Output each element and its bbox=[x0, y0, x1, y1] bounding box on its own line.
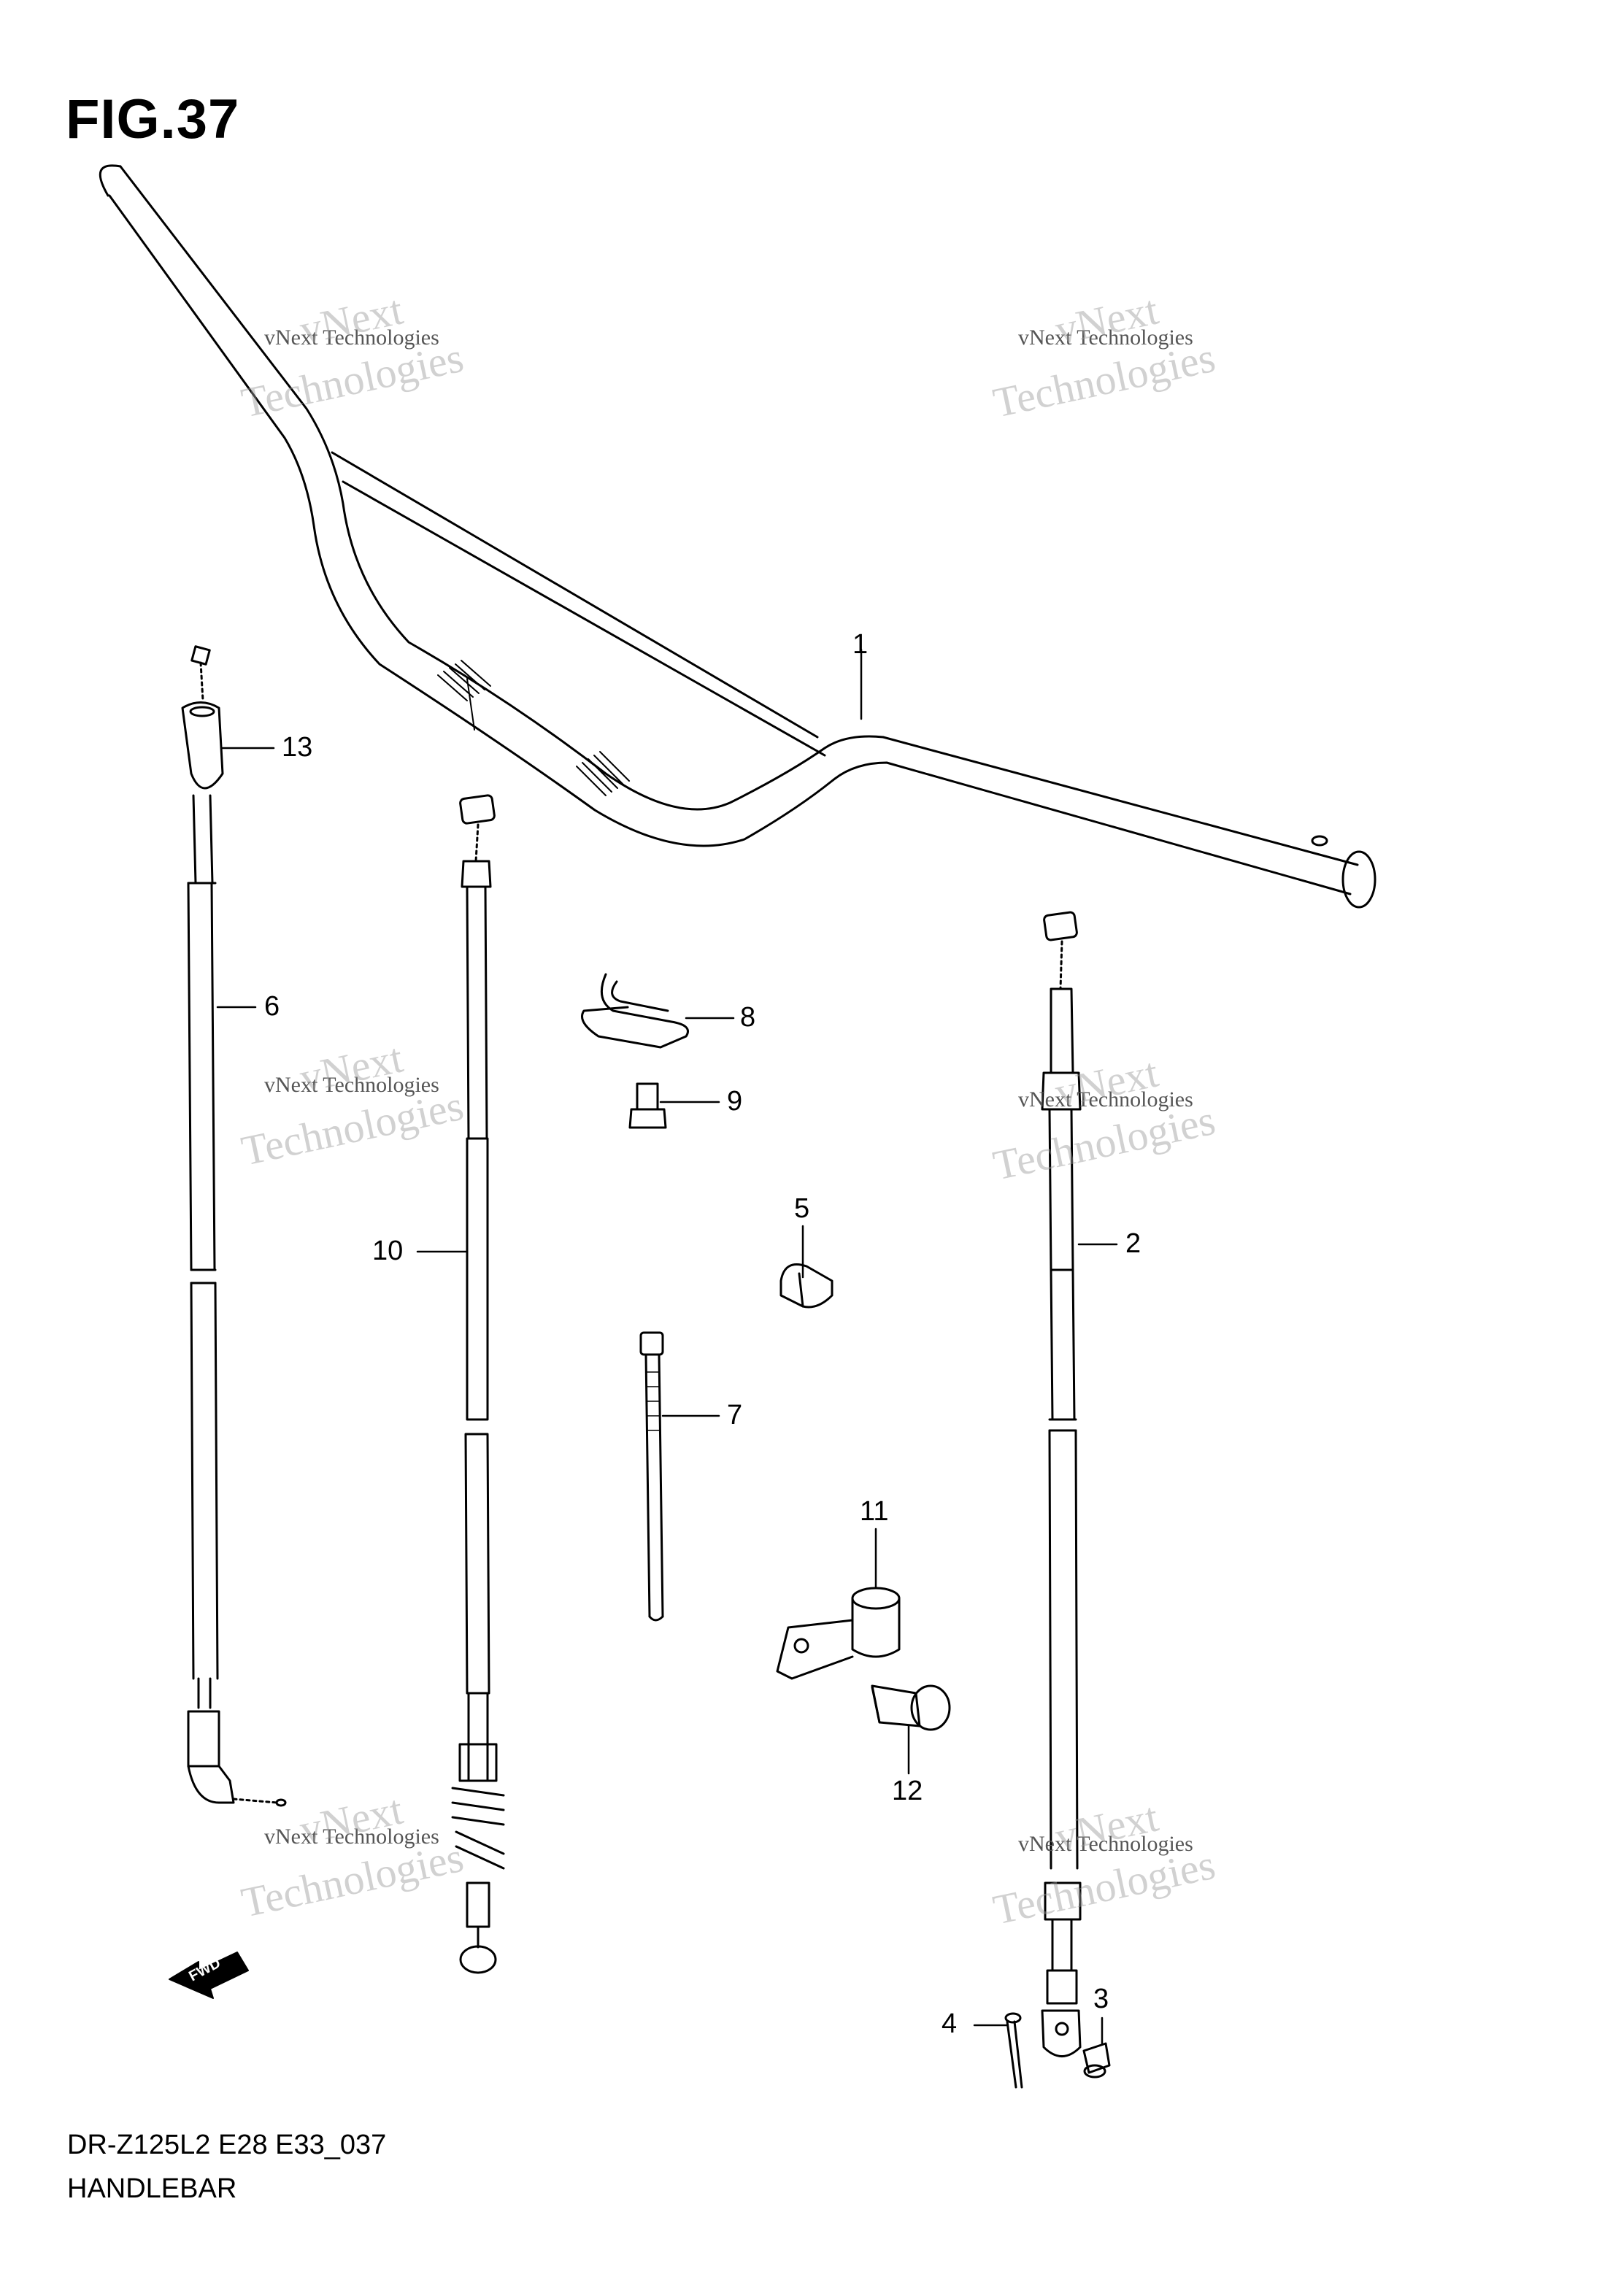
section-title: HANDLEBAR bbox=[67, 2173, 237, 2204]
callout-leaders bbox=[216, 648, 1118, 2045]
callout-10: 10 bbox=[372, 1236, 404, 1266]
pin-part-3 bbox=[1082, 2042, 1111, 2079]
figure-title: FIG.37 bbox=[66, 88, 240, 150]
callout-11: 11 bbox=[860, 1496, 889, 1527]
clip-part-5 bbox=[779, 1263, 833, 1309]
wire-guide-part-8 bbox=[581, 973, 689, 1049]
clamp-part-11 bbox=[776, 1587, 901, 1680]
callout-13: 13 bbox=[282, 732, 313, 763]
callout-6: 6 bbox=[264, 991, 280, 1022]
callout-8: 8 bbox=[740, 1002, 756, 1033]
model-code: DR-Z125L2 E28 E33_037 bbox=[67, 2130, 387, 2160]
cable-tie-part-7 bbox=[639, 1331, 664, 1622]
cable-part-10 bbox=[451, 794, 505, 1974]
bolt-part-9 bbox=[628, 1082, 667, 1129]
cable-part-6-13 bbox=[181, 645, 287, 1807]
callout-9: 9 bbox=[727, 1086, 743, 1117]
callout-1: 1 bbox=[852, 629, 869, 660]
callout-2: 2 bbox=[1125, 1228, 1141, 1259]
bolt-part-12 bbox=[871, 1684, 951, 1731]
handlebar-part-1 bbox=[99, 164, 1376, 909]
cable-part-2 bbox=[1041, 911, 1082, 2057]
callout-3: 3 bbox=[1093, 1984, 1109, 2014]
callout-12: 12 bbox=[892, 1776, 923, 1806]
callout-5: 5 bbox=[794, 1193, 810, 1224]
cotter-pin-part-4 bbox=[1004, 2012, 1023, 2089]
callout-4: 4 bbox=[942, 2008, 958, 2039]
callout-7: 7 bbox=[727, 1400, 743, 1430]
fwd-arrow-icon bbox=[169, 1952, 249, 1999]
